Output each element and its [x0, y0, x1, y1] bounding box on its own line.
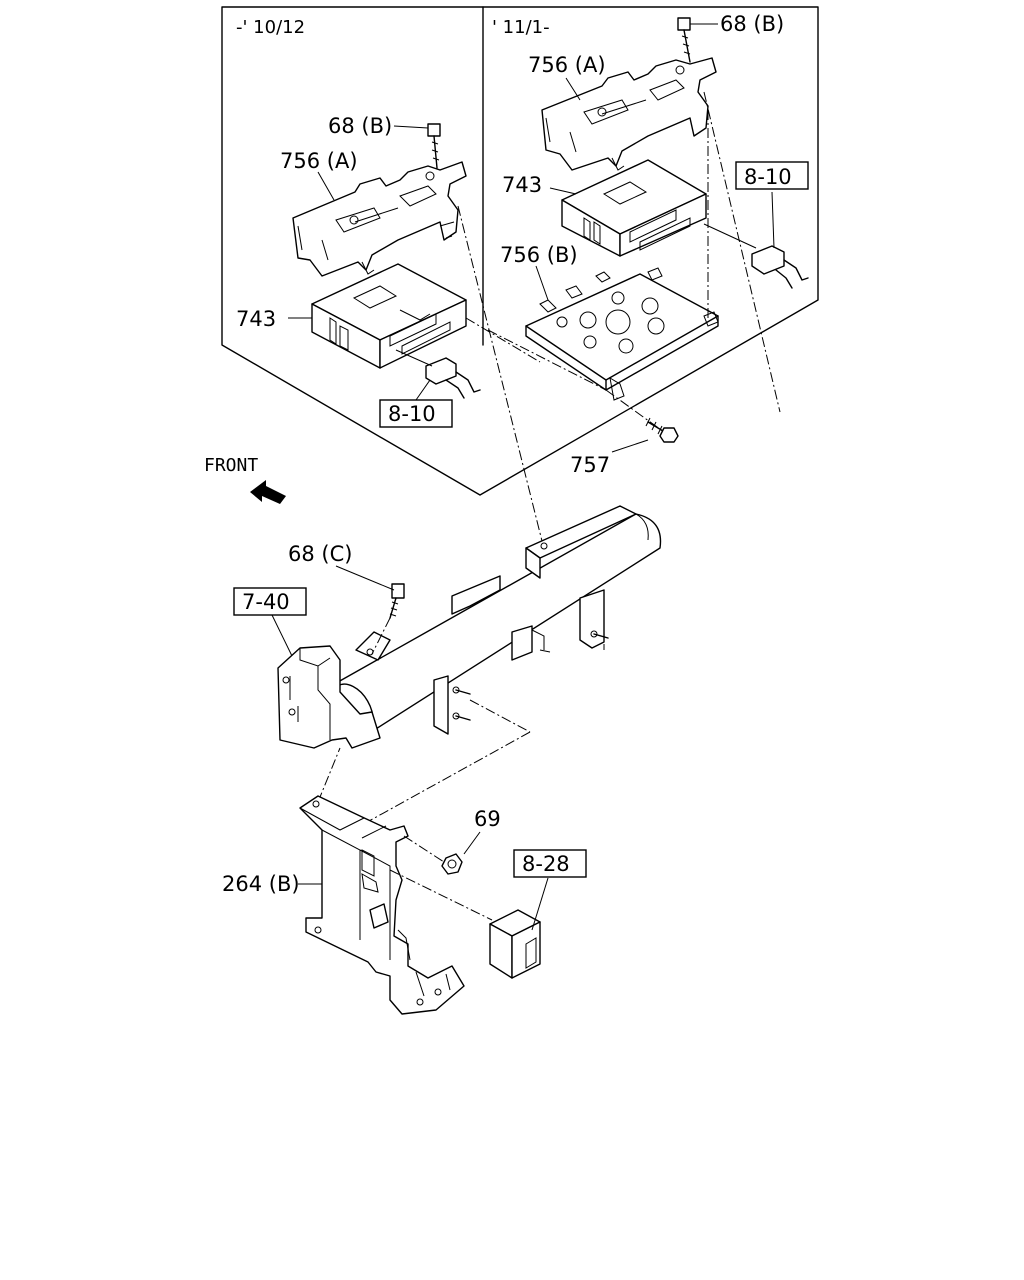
- bolt-68c: [389, 583, 405, 619]
- leader-8-28: [531, 877, 549, 931]
- ref-8-10-left[interactable]: 8-10: [388, 402, 436, 426]
- dash-line-8-28: [389, 869, 493, 921]
- side-mount-block: [277, 645, 381, 749]
- leader-connector-right: [703, 223, 757, 249]
- leader-8-10-left: [415, 379, 431, 401]
- period-label-right: ' 11/1-: [492, 17, 550, 38]
- dash-line-stud-mid: [469, 699, 531, 733]
- module-743-left: [311, 263, 467, 369]
- leader-756a-left: [317, 171, 335, 201]
- ref-box-8-10-right[interactable]: [735, 161, 809, 190]
- dash-line-to-264b: [359, 731, 531, 827]
- dash-line-68c: [371, 617, 391, 655]
- label-756b: 756 (B): [500, 243, 578, 267]
- front-label: FRONT: [204, 455, 258, 476]
- bracket-756a-left: [292, 161, 467, 277]
- ref-8-10-right[interactable]: 8-10: [744, 165, 792, 189]
- leader-connector-left: [395, 349, 433, 367]
- ref-box-8-10-left[interactable]: [379, 399, 453, 428]
- ref-box-7-40[interactable]: [233, 587, 307, 616]
- label-743-left: 743: [236, 307, 276, 331]
- module-743-right: [561, 159, 707, 257]
- dash-line-tray-left: [487, 329, 607, 391]
- tray-756b: [525, 267, 719, 401]
- ref-8-28[interactable]: 8-28: [522, 852, 570, 876]
- label-68b-right: 68 (B): [720, 12, 784, 36]
- leader-69: [463, 831, 481, 855]
- dash-line-bracket-left: [317, 747, 341, 803]
- label-756a-right: 756 (A): [528, 53, 606, 77]
- dash-line-left-bolt: [457, 205, 544, 546]
- bolt-757: [645, 417, 679, 443]
- cross-beam: [330, 505, 662, 737]
- leader-68b-left: [393, 125, 429, 129]
- leader-68c: [335, 565, 395, 591]
- ref-box-8-28[interactable]: [513, 849, 587, 878]
- dash-line-right-bolt: [703, 91, 781, 413]
- dash-line-69: [403, 835, 445, 863]
- label-69: 69: [474, 807, 501, 831]
- front-arrow-icon: [250, 480, 286, 504]
- bracket-264b: [299, 795, 465, 1015]
- connector-left: [425, 357, 481, 399]
- label-264b: 264 (B): [222, 872, 300, 896]
- dash-line-left-module: [465, 317, 541, 363]
- bracket-756a-right: [541, 57, 717, 171]
- ref-7-40[interactable]: 7-40: [242, 590, 290, 614]
- connector-right: [751, 245, 809, 289]
- nut-69: [441, 853, 463, 875]
- label-743-right: 743: [502, 173, 542, 197]
- leader-756a-right: [565, 77, 581, 101]
- leader-757: [611, 439, 649, 453]
- bolt-68b-right: [677, 17, 691, 63]
- leader-756b: [535, 265, 549, 301]
- leader-8-10-right: [771, 191, 775, 249]
- label-756a-left: 756 (A): [280, 149, 358, 173]
- label-68c: 68 (C): [288, 542, 352, 566]
- leader-7-40: [271, 614, 293, 657]
- label-757: 757: [570, 453, 610, 477]
- module-8-28: [489, 909, 541, 979]
- inset-frame: [221, 6, 819, 496]
- leader-743-right: [549, 187, 577, 195]
- period-label-left: -' 10/12: [236, 17, 305, 38]
- bolt-68b-left: [427, 123, 441, 169]
- label-68b-left: 68 (B): [328, 114, 392, 138]
